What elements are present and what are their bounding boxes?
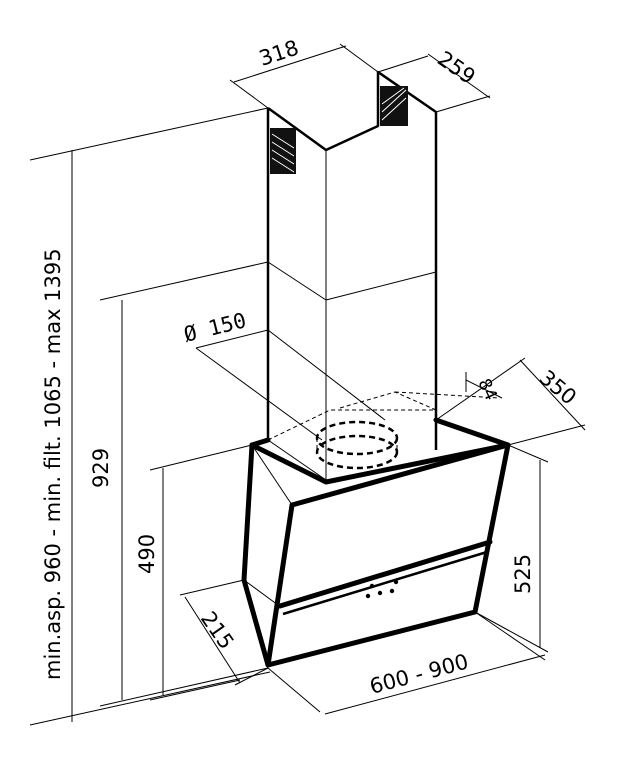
dim-bottom-depth: 215 bbox=[196, 607, 239, 654]
dim-height-929: 929 bbox=[89, 448, 113, 488]
control-button-4 bbox=[369, 583, 375, 589]
outlet-collar bbox=[267, 391, 501, 470]
control-button-2 bbox=[377, 590, 383, 596]
vent-grille-left bbox=[270, 128, 296, 174]
dimension-lines bbox=[29, 43, 586, 726]
dim-width-range: 600 - 900 bbox=[367, 649, 471, 698]
dim-outlet-offset: 84 bbox=[473, 376, 500, 404]
dim-chimney-depth: 259 bbox=[433, 46, 480, 89]
dim-height-490: 490 bbox=[135, 534, 159, 574]
dim-overall-height: min.asp. 960 - min. filt. 1065 - max 139… bbox=[41, 248, 65, 680]
dim-hood-depth-top: 350 bbox=[535, 365, 581, 409]
control-button-3 bbox=[389, 588, 395, 594]
control-button-1 bbox=[365, 593, 371, 599]
dim-chimney-width: 318 bbox=[256, 36, 302, 71]
dim-body-height: 525 bbox=[511, 554, 535, 594]
vent-grille-right bbox=[380, 86, 408, 126]
control-button-5 bbox=[393, 579, 399, 585]
hood-body bbox=[241, 417, 511, 668]
chimney bbox=[266, 70, 438, 481]
dim-outlet-diameter: Ø 150 bbox=[181, 308, 248, 347]
